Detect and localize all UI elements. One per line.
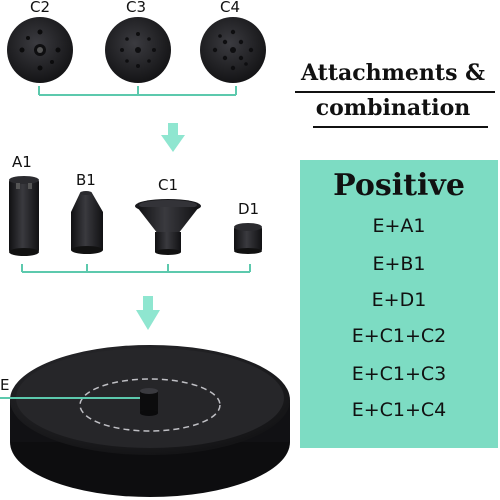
nozzle-d1-image [234, 223, 262, 254]
heading-underline-2 [313, 126, 488, 128]
nozzle-label-a1: A1 [12, 153, 32, 171]
nozzle-label-c2: C2 [30, 0, 51, 16]
nozzle-c2-image [7, 17, 73, 83]
nozzle-label-b1: B1 [76, 171, 96, 189]
nozzle-b1-image [71, 191, 103, 254]
combination-item: E+C1+C3 [351, 363, 447, 385]
middle-bracket [21, 264, 251, 273]
combination-item: E+D1 [371, 289, 427, 311]
panel-heading: Positive [333, 168, 465, 203]
fountain-label-e: E [0, 376, 10, 394]
combination-item: E+A1 [372, 215, 426, 237]
combination-item: E+B1 [372, 253, 426, 275]
combination-item: E+C1+C4 [351, 399, 447, 421]
heading-line-2: combination [315, 95, 471, 121]
solar-fountain-image [10, 345, 290, 497]
nozzle-c1-image [135, 199, 201, 255]
top-bracket [38, 86, 237, 96]
nozzle-a1-image [9, 176, 39, 256]
nozzle-c3-image [105, 17, 171, 83]
nozzle-label-d1: D1 [238, 200, 260, 218]
heading-line-1: Attachments & [301, 60, 485, 86]
heading-underline-1 [295, 91, 495, 93]
nozzle-label-c1: C1 [158, 176, 179, 194]
nozzle-label-c4: C4 [220, 0, 241, 16]
down-arrow-icon [161, 123, 185, 152]
down-arrow-icon [136, 296, 160, 330]
nozzle-c4-image [200, 17, 266, 83]
nozzle-label-c3: C3 [126, 0, 147, 16]
combination-item: E+C1+C2 [351, 325, 447, 347]
combination-panel: Positive E+A1 E+B1 E+D1 E+C1+C2 E+C1+C3 … [300, 160, 498, 448]
